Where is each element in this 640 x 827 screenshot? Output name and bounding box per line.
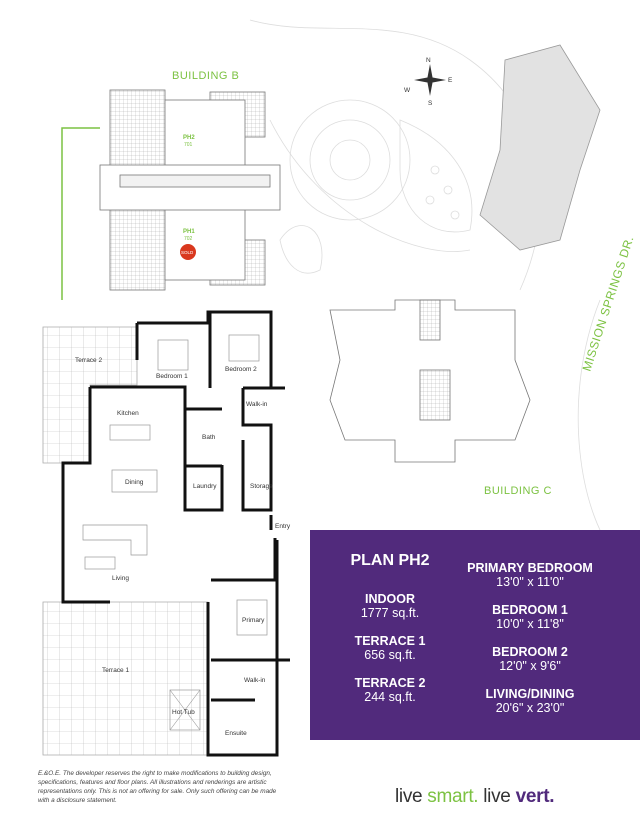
room-dimensions: 10'0" x 11'8" bbox=[496, 617, 564, 631]
callout-line bbox=[61, 127, 100, 300]
brand-tagline: live smart. live vert. bbox=[395, 786, 555, 807]
disclaimer-text: E.&O.E. The developer reserves the right… bbox=[38, 770, 277, 804]
adjacent-building bbox=[479, 44, 601, 251]
sold-badge-text: SOLD bbox=[181, 250, 194, 255]
svg-text:Hot Tub: Hot Tub bbox=[172, 709, 195, 716]
svg-text:Terrace 2: Terrace 2 bbox=[75, 357, 102, 364]
svg-text:Walk-in: Walk-in bbox=[244, 677, 266, 684]
svg-text:Ensuite: Ensuite bbox=[225, 730, 247, 737]
room-labels: Terrace 2 Bedroom 1 Bedroom 2 Walk-in Ki… bbox=[75, 357, 291, 737]
area-label: TERRACE 2 bbox=[354, 676, 426, 690]
unit-ph1-number: 702 bbox=[184, 236, 193, 242]
plan-specs-panel: PLAN PH2 INDOOR 1777 sq.ft. TERRACE 1 65… bbox=[310, 530, 640, 740]
area-label: INDOOR bbox=[365, 592, 415, 606]
room-label: BEDROOM 1 bbox=[492, 603, 568, 617]
building-b-plan bbox=[99, 89, 281, 291]
room-dimensions: 20'6" x 23'0" bbox=[495, 701, 565, 715]
svg-text:Bath: Bath bbox=[202, 434, 216, 441]
building-c-plan bbox=[329, 299, 531, 463]
svg-text:Entry: Entry bbox=[275, 523, 291, 530]
area-label: TERRACE 1 bbox=[354, 634, 426, 648]
building-c-label: BUILDING C bbox=[484, 485, 552, 497]
svg-text:Storage: Storage bbox=[250, 483, 273, 490]
svg-text:Bedroom 1: Bedroom 1 bbox=[156, 373, 188, 380]
room-label: PRIMARY BEDROOM bbox=[467, 561, 593, 575]
svg-text:E: E bbox=[448, 77, 453, 84]
site-landscape bbox=[249, 19, 621, 561]
svg-text:Terrace 1: Terrace 1 bbox=[102, 667, 129, 674]
area-value: 244 sq.ft. bbox=[364, 690, 416, 704]
sold-badge bbox=[180, 244, 196, 260]
unit-floor-plan bbox=[42, 310, 290, 757]
svg-text:Dining: Dining bbox=[125, 479, 144, 486]
unit-ph2-number: 701 bbox=[184, 142, 193, 148]
svg-text:Bedroom 2: Bedroom 2 bbox=[225, 366, 257, 373]
area-value: 656 sq.ft. bbox=[364, 648, 416, 662]
plan-title: PLAN PH2 bbox=[350, 552, 430, 569]
svg-text:Walk-in: Walk-in bbox=[246, 401, 268, 408]
street-label: MISSION SPRINGS DR. bbox=[580, 234, 637, 373]
svg-text:Primary: Primary bbox=[242, 617, 265, 624]
unit-ph2-label: PH2 bbox=[183, 135, 195, 141]
room-label: BEDROOM 2 bbox=[492, 645, 568, 659]
room-label: LIVING/DINING bbox=[485, 687, 575, 701]
building-b-label: BUILDING B bbox=[172, 70, 239, 82]
svg-text:N: N bbox=[426, 57, 431, 64]
svg-text:Laundry: Laundry bbox=[193, 483, 217, 490]
compass-icon: N E S W bbox=[404, 57, 453, 107]
area-value: 1777 sq.ft. bbox=[360, 606, 420, 620]
svg-text:Living: Living bbox=[112, 575, 129, 582]
svg-text:S: S bbox=[428, 100, 433, 107]
svg-text:Kitchen: Kitchen bbox=[117, 410, 139, 417]
room-dimensions: 13'0" x 11'0" bbox=[496, 575, 564, 589]
unit-ph1-label: PH1 bbox=[183, 229, 195, 235]
svg-text:W: W bbox=[404, 87, 411, 94]
room-dimensions: 12'0" x 9'6" bbox=[499, 659, 561, 673]
